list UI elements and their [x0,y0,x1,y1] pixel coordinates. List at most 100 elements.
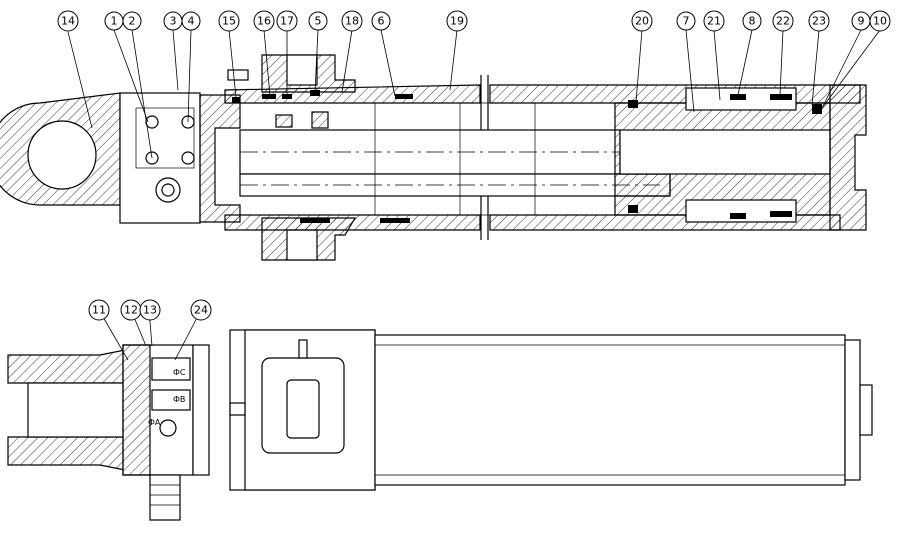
svg-text:8: 8 [749,15,756,28]
fork-bottom [7,436,126,471]
port-a [159,419,177,437]
svg-text:20: 20 [635,15,649,28]
manifold-plate [135,107,195,169]
callout-20: 20 [631,10,653,32]
leader-9 [821,29,862,109]
end-cap [829,84,867,231]
svg-text:17: 17 [280,15,294,28]
fork-top [7,349,126,384]
callout-14: 14 [57,10,79,32]
leader-10 [821,29,881,109]
leader-3 [172,29,179,91]
leader-22 [779,29,784,96]
callout-5: 5 [308,11,328,31]
svg-text:16: 16 [257,15,271,28]
side-bolt [229,402,246,416]
seal-5 [310,90,320,96]
leader-16 [263,29,271,97]
callout-15: 15 [218,10,240,32]
callout-16: 16 [253,10,275,32]
svg-text:3: 3 [170,15,177,28]
leader-20 [635,29,643,103]
leader-18 [341,29,353,93]
svg-text:22: 22 [776,15,790,28]
callout-24: 24 [190,299,212,321]
seal-mid-bottom [300,218,330,223]
svg-text:4: 4 [188,15,195,28]
leader-1 [113,29,149,123]
callout-17: 17 [276,10,298,32]
leader-19 [449,29,458,91]
fork-gap [27,382,126,438]
seal-22 [770,94,792,100]
port-b-label: ФB [173,395,185,404]
svg-text:19: 19 [450,15,464,28]
bolt-br [181,151,195,165]
port-b [151,389,191,411]
callout-10: 10 [869,10,891,32]
svg-text:13: 13 [143,304,157,317]
port-slot-top [286,54,318,86]
tube-bottom-wall [224,214,481,231]
svg-text:9: 9 [858,15,865,28]
end-cap-boss [859,384,873,436]
callout-3: 3 [163,11,183,31]
external-view: ФC ФB ФA [7,329,873,521]
callout-13: 13 [139,299,161,321]
clevis-bore [27,120,97,190]
seal-23 [812,104,822,114]
svg-text:1: 1 [111,15,118,28]
svg-text:7: 7 [683,15,690,28]
seal-20b [628,205,638,213]
port-slot-bottom [286,229,318,261]
tube-body [374,334,846,486]
port-c [151,357,191,381]
seal-16 [262,94,276,99]
svg-text:12: 12 [124,304,138,317]
head-tab [298,339,308,359]
callout-1: 1 [104,11,124,31]
leader-5 [314,29,319,93]
callouts: 14 1 2 3 4 15 16 17 5 18 6 19 20 7 21 8 … [57,10,891,361]
svg-text:15: 15 [222,15,236,28]
callout-19: 19 [446,10,468,32]
leader-15 [228,29,237,98]
rear-cap [199,94,241,223]
callout-2: 2 [122,11,142,31]
seal-8 [730,94,746,100]
leader-8 [737,29,753,96]
callout-18: 18 [341,10,363,32]
leader-6 [380,29,396,97]
callout-6: 6 [371,11,391,31]
seal-17 [282,94,292,99]
end-cap-ext [844,339,861,481]
svg-text:23: 23 [812,15,826,28]
seal-6 [395,94,413,99]
check-square-2 [311,111,329,129]
bolt-15 [227,69,249,81]
fitting-core [161,183,175,197]
tube-top-wall-right [489,84,861,104]
leader-4 [187,29,192,123]
callout-11: 11 [88,299,110,321]
svg-text:6: 6 [378,15,385,28]
leader-7 [685,29,695,113]
callout-23: 23 [808,10,830,32]
section-view [0,54,867,261]
svg-text:14: 14 [61,15,75,28]
check-square-1 [275,114,293,128]
bottom-fitting [149,474,181,521]
leader-23 [811,29,820,106]
bolt-bl [145,151,159,165]
svg-text:5: 5 [315,15,322,28]
svg-text:21: 21 [707,15,721,28]
valve-block-hatch [122,344,151,476]
port-a-label: ФA [148,418,161,427]
svg-text:2: 2 [129,15,136,28]
svg-text:10: 10 [873,15,887,28]
svg-text:11: 11 [92,304,106,317]
seal-mid-bottom-2 [380,218,410,223]
callout-8: 8 [742,11,762,31]
leader-14 [67,31,93,129]
